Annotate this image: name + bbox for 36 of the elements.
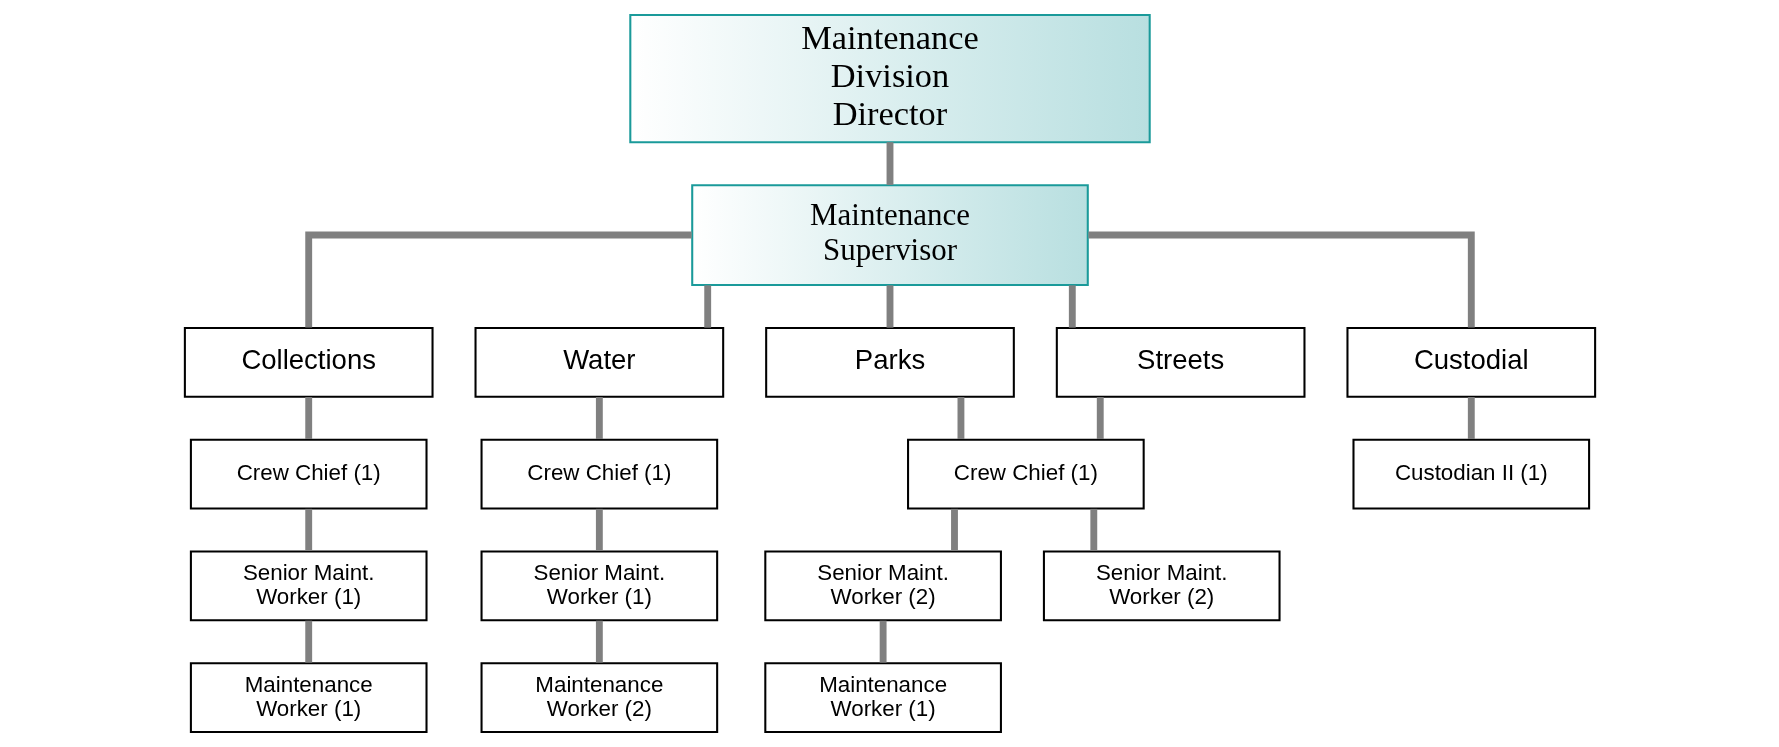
connector	[957, 397, 964, 439]
node-box: Water	[474, 326, 724, 398]
connector	[886, 142, 893, 185]
node-box: Senior Maint. Worker (1)	[189, 550, 428, 622]
connector	[1467, 397, 1475, 439]
connector	[304, 508, 312, 551]
connector	[595, 620, 603, 663]
node-box: Maintenance Division Director	[628, 13, 1151, 144]
connector	[950, 508, 958, 551]
connector	[304, 620, 312, 663]
node-box: Maintenance Supervisor	[690, 184, 1089, 286]
node-box: Maintenance Worker (1)	[189, 662, 428, 734]
node-box: Crew Chief (1)	[189, 438, 428, 510]
node-box: Senior Maint. Worker (2)	[1042, 550, 1281, 622]
connector	[879, 620, 887, 663]
node-box: Collections	[183, 326, 434, 398]
node-box: Parks	[764, 326, 1015, 398]
node-box: Maintenance Worker (2)	[480, 662, 718, 734]
node-box: Senior Maint. Worker (1)	[480, 550, 718, 622]
connector	[1089, 508, 1097, 551]
connector	[304, 397, 312, 439]
connector	[703, 285, 711, 328]
node-box: Crew Chief (1)	[906, 438, 1145, 510]
node-box: Streets	[1055, 326, 1305, 398]
connector	[1096, 397, 1104, 439]
connector	[1087, 231, 1475, 328]
node-box: Custodial	[1345, 326, 1596, 398]
connector	[304, 231, 692, 328]
connector	[1068, 285, 1076, 328]
node-box: Senior Maint. Worker (2)	[763, 550, 1002, 622]
connector	[595, 397, 603, 439]
connector	[595, 508, 603, 551]
connector	[886, 285, 893, 328]
node-box: Crew Chief (1)	[480, 438, 718, 510]
node-box: Custodian II (1)	[1351, 438, 1590, 510]
node-box: Maintenance Worker (1)	[763, 662, 1002, 734]
